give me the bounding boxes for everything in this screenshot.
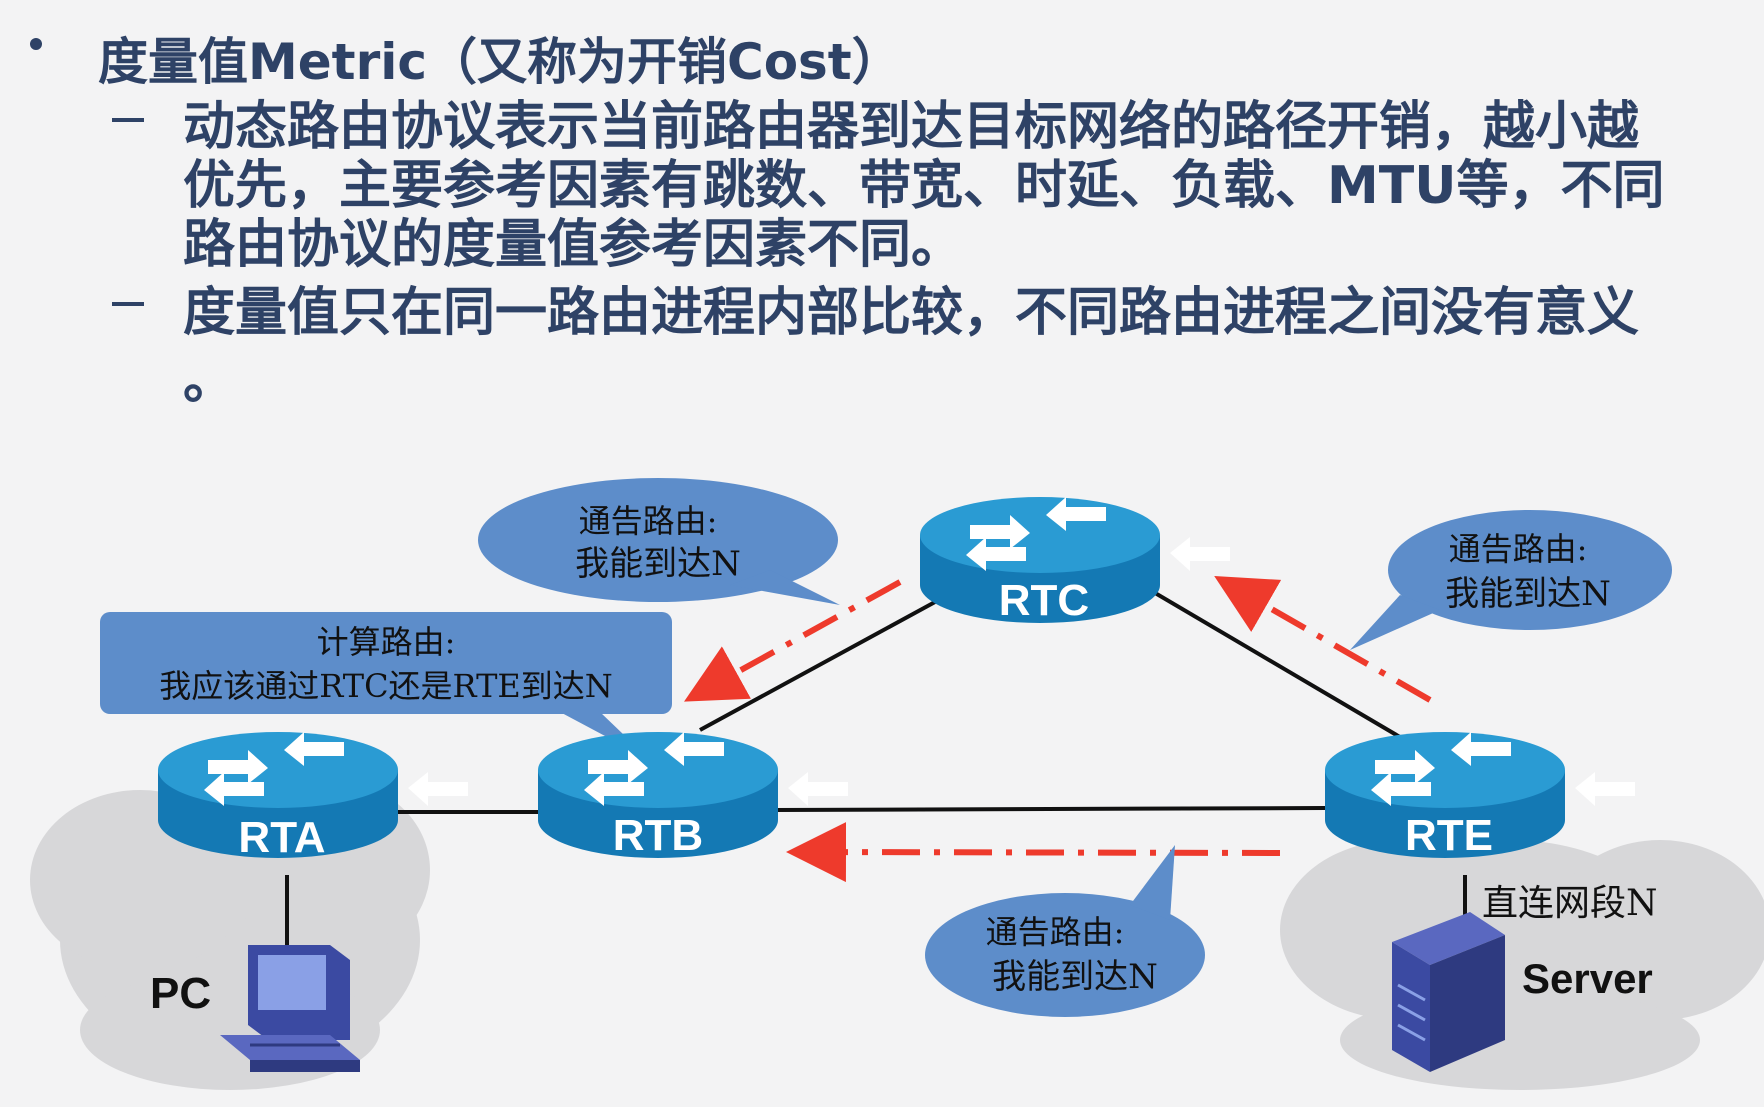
sub1-line1: 动态路由协议表示当前路由器到达目标网络的路径开销，越小越 [183, 97, 1640, 157]
links [285, 588, 1467, 945]
router-rtc: RTC [920, 497, 1230, 625]
sub2-line1: 度量值只在同一路由进程内部比较，不同路由进程之间没有意义 [183, 283, 1640, 343]
advertise-arrows [684, 576, 1432, 883]
title-metric: 度量值Metric（又称为开销Cost） [98, 33, 902, 91]
router-rtb-label: RTB [613, 811, 703, 860]
router-rte: RTE [1325, 732, 1635, 860]
server-icon [1392, 912, 1505, 1072]
callout-bottom: 通告路由: 我能到达N [925, 845, 1205, 1017]
sub1-line3: 路由协议的度量值参考因素不同。 [183, 215, 964, 275]
sub1-line2: 优先，主要参考因素有跳数、带宽、时延、负载、MTU等，不同 [183, 156, 1665, 216]
arrow-rte-to-rtb [786, 822, 1281, 883]
router-rta-label: RTA [238, 813, 325, 862]
dash-2 [112, 302, 144, 306]
arrow-rte-to-rtc [1214, 576, 1432, 703]
callout-rte-line2: 我能到达N [1445, 574, 1611, 614]
router-rtb: RTB [538, 732, 848, 860]
callout-bottom-line2: 我能到达N [992, 957, 1158, 997]
router-rtc-label: RTC [999, 576, 1089, 625]
server-label: Server [1522, 955, 1653, 1002]
compute-line1: 计算路由: [317, 623, 456, 661]
callout-bottom-line1: 通告路由: [986, 913, 1125, 951]
callout-rtc-line1: 通告路由: [579, 502, 718, 540]
direct-segment-label: 直连网段N [1482, 883, 1658, 924]
callout-rtc: 通告路由: 我能到达N [478, 478, 840, 605]
router-rte-label: RTE [1405, 811, 1493, 860]
bullet-dot [30, 38, 42, 50]
compute-line2: 我应该通过RTC还是RTE到达N [159, 667, 613, 705]
callout-rtc-line2: 我能到达N [575, 544, 741, 584]
sub2-line2: 。 [183, 351, 236, 411]
dash-1 [112, 118, 144, 122]
pc-label: PC [150, 969, 211, 1018]
callout-rte-line1: 通告路由: [1449, 530, 1588, 568]
arrow-rtc-to-rtb [684, 579, 902, 702]
router-rta: RTA [158, 732, 468, 862]
pc-icon [220, 945, 360, 1072]
compute-box: 计算路由: 我应该通过RTC还是RTE到达N [100, 612, 672, 760]
callout-rte: 通告路由: 我能到达N [1350, 510, 1672, 650]
